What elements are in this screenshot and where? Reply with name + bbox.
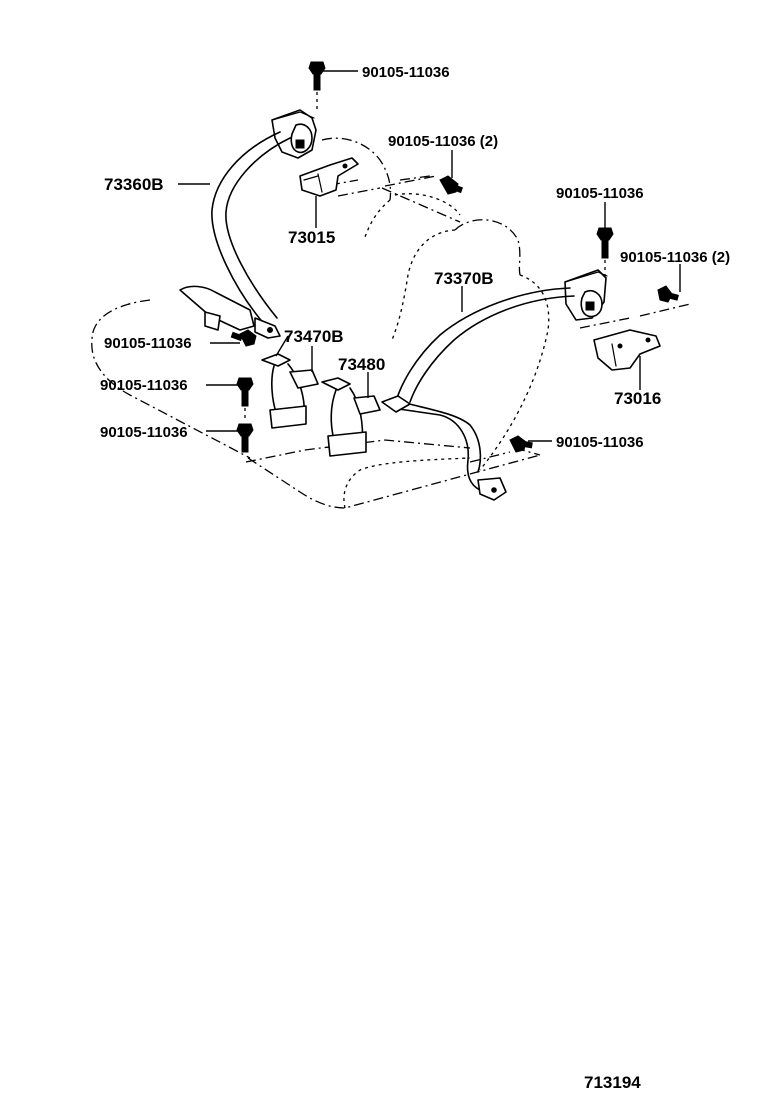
rear-seat-outline <box>91 137 550 509</box>
right-seat-belt-73370b <box>381 269 608 501</box>
left-seat-belt-73360b <box>179 109 317 339</box>
label-buckle-left: 73470B <box>284 327 344 346</box>
label-bolt-left-anchor: 90105-11036 <box>104 335 192 352</box>
bolt-icon <box>337 175 464 197</box>
diagram-code: 713194 <box>584 1073 641 1092</box>
label-buckle-center: 73480 <box>338 355 385 374</box>
bolt-icon <box>308 61 326 112</box>
bolt-icon <box>230 329 257 347</box>
label-buckle-left-bracket: 73015 <box>288 228 335 247</box>
bolt-icon <box>579 285 691 329</box>
bolt-icon <box>236 423 254 453</box>
label-bolt-left-mid: 90105-11036 <box>100 377 188 394</box>
label-bolt-top: 90105-11036 <box>362 64 450 81</box>
buckle-73470b <box>261 353 319 429</box>
bolt-icon <box>469 435 541 463</box>
buckle-bracket-73016 <box>593 329 661 371</box>
leader-lines <box>178 70 681 442</box>
buckle-73480 <box>321 377 381 457</box>
label-belt-left: 73360B <box>104 175 164 194</box>
label-bolt-center-2: 90105-11036 (2) <box>388 133 498 150</box>
part-labels: 90105-11036 73360B 90105-11036 (2) 73015… <box>100 64 730 1092</box>
bolt-icon <box>236 377 254 420</box>
label-bolt-left-low: 90105-11036 <box>100 424 188 441</box>
label-bolt-right-2: 90105-11036 (2) <box>620 249 730 266</box>
label-bolt-right-top: 90105-11036 <box>556 185 644 202</box>
bolt-icon <box>596 227 614 278</box>
label-bolt-right-low: 90105-11036 <box>556 434 644 451</box>
label-belt-right: 73370B <box>434 269 494 288</box>
label-bracket-right: 73016 <box>614 389 661 408</box>
bolt-icons <box>230 61 691 463</box>
buckle-bracket-73015 <box>299 157 359 197</box>
